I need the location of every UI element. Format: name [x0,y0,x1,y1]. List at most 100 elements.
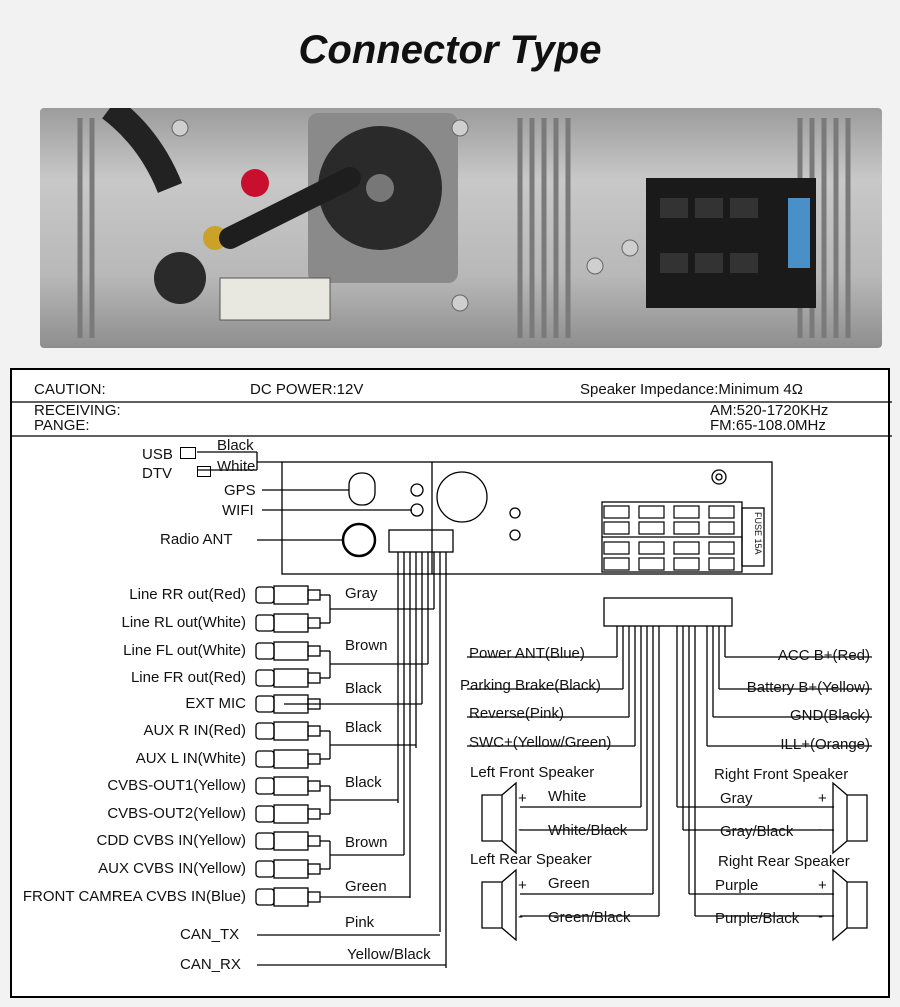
ill-label: ILL+(Orange) [780,736,870,753]
lr-minus-sign: - [518,908,523,925]
rca-tip-6 [307,753,321,765]
wire-black-aux-label: Black [345,719,382,736]
output-label-11: FRONT CAMREA CVBS IN(Blue) [22,888,246,905]
gnd-label: GND(Black) [789,707,870,724]
rr-plus-sign: + [818,877,827,894]
rca-body-2 [273,641,309,661]
rca-plug-3 [255,669,275,687]
dtv-plug-icon [197,466,211,477]
power-ant-label: Power ANT(Blue) [469,645,585,662]
output-label-6: AUX L IN(White) [135,750,246,767]
wire-yellow-black-label: Yellow/Black [347,946,431,963]
wire-black-mic-label: Black [345,680,382,697]
battery-label: Battery B+(Yellow) [746,679,870,696]
rca-tip-9 [307,835,321,847]
output-label-4: EXT MIC [185,695,246,712]
speaker-impedance-label: Speaker Impedance:Minimum 4Ω [580,381,803,398]
right-front-speaker-title: Right Front Speaker [714,766,849,783]
receiving-label: RECEIVING: [34,402,121,419]
rca-plug-11 [255,888,275,906]
rca-body-3 [273,668,309,688]
lr-plus-wire: Green [548,875,590,892]
left-rear-speaker-title: Left Rear Speaker [470,851,592,868]
output-label-3: Line FR out(Red) [130,669,246,686]
page-title: Connector Type [298,28,602,72]
dtv-label: DTV [142,465,172,482]
rf-plus-sign: + [818,790,827,807]
rr-minus-sign: - [818,908,823,925]
can-tx-label: CAN_TX [180,926,240,943]
wifi-label: WIFI [222,502,254,519]
rca-plug-6 [255,750,275,768]
left-front-speaker-title: Left Front Speaker [470,764,595,781]
rca-body-10 [273,859,309,879]
rca-plug-4 [255,695,275,713]
output-label-7: CVBS-OUT1(Yellow) [107,777,246,794]
output-label-0: Line RR out(Red) [129,586,246,603]
wire-brown-cvbs-label: Brown [345,834,388,851]
rca-body-8 [273,804,309,824]
rca-plug-5 [255,722,275,740]
usb-icon [180,447,196,459]
rca-plug-8 [255,805,275,823]
output-label-10: AUX CVBS IN(Yellow) [98,860,246,877]
rca-body-6 [273,749,309,769]
can-rx-label: CAN_RX [180,956,241,973]
rf-minus-wire: Gray/Black [720,823,794,840]
dc-power-label: DC POWER:12V [250,381,364,398]
rca-tip-7 [307,780,321,792]
rca-plug-9 [255,832,275,850]
parking-brake-label: Parking Brake(Black) [460,677,601,694]
rca-tip-4 [307,698,321,710]
acc-label: ACC B+(Red) [777,647,870,664]
rca-plug-0 [255,586,275,604]
output-label-1: Line RL out(White) [121,614,247,631]
output-label-8: CVBS-OUT2(Yellow) [107,805,246,822]
rca-body-9 [273,831,309,851]
wire-green-label: Green [345,878,387,895]
rca-body-0 [273,585,309,605]
am-band-label: AM:520-1720KHz [710,402,829,419]
rca-tip-8 [307,808,321,820]
rca-body-11 [273,887,309,907]
rca-plug-1 [255,614,275,632]
lf-plus-wire: White [548,788,587,805]
usb-black-label: Black [217,437,254,454]
rca-body-1 [273,613,309,633]
rca-plug-2 [255,642,275,660]
lf-plus-sign: + [518,790,527,807]
rca-body-5 [273,721,309,741]
output-label-9: CDD CVBS IN(Yellow) [96,832,246,849]
usb-label: USB [142,446,173,463]
wiring-diagram: CAUTION: DC POWER:12V Speaker Impedance:… [10,368,892,998]
rca-body-7 [273,776,309,796]
rca-plug-7 [255,777,275,795]
rr-minus-wire: Purple/Black [715,910,800,927]
output-label-5: AUX R IN(Red) [143,722,246,739]
swc-label: SWC+(Yellow/Green) [469,734,612,751]
wire-gray-label: Gray [345,585,378,602]
rca-tip-3 [307,672,321,684]
pange-label: PANGE: [34,417,90,434]
output-label-2: Line FL out(White) [123,642,246,659]
gps-label: GPS [224,482,256,499]
caution-label: CAUTION: [34,381,106,398]
wire-brown-label: Brown [345,637,388,654]
lf-minus-wire: White/Black [548,822,628,839]
lf-minus-sign: - [518,821,523,838]
reverse-label: Reverse(Pink) [469,705,565,722]
dtv-white-label: White [217,458,256,475]
rca-plug-10 [255,860,275,878]
wire-black-cvbs-label: Black [345,774,382,791]
rca-tip-0 [307,589,321,601]
rca-tip-5 [307,725,321,737]
rca-tip-1 [307,617,321,629]
rf-plus-wire: Gray [720,790,753,807]
fm-band-label: FM:65-108.0MHz [710,417,826,434]
rf-minus-sign: - [818,821,823,838]
right-rear-speaker-title: Right Rear Speaker [718,853,850,870]
wiring-lines [12,401,892,968]
lr-plus-sign: + [518,877,527,894]
rr-plus-wire: Purple [715,877,759,894]
radio-ant-label: Radio ANT [160,531,233,548]
